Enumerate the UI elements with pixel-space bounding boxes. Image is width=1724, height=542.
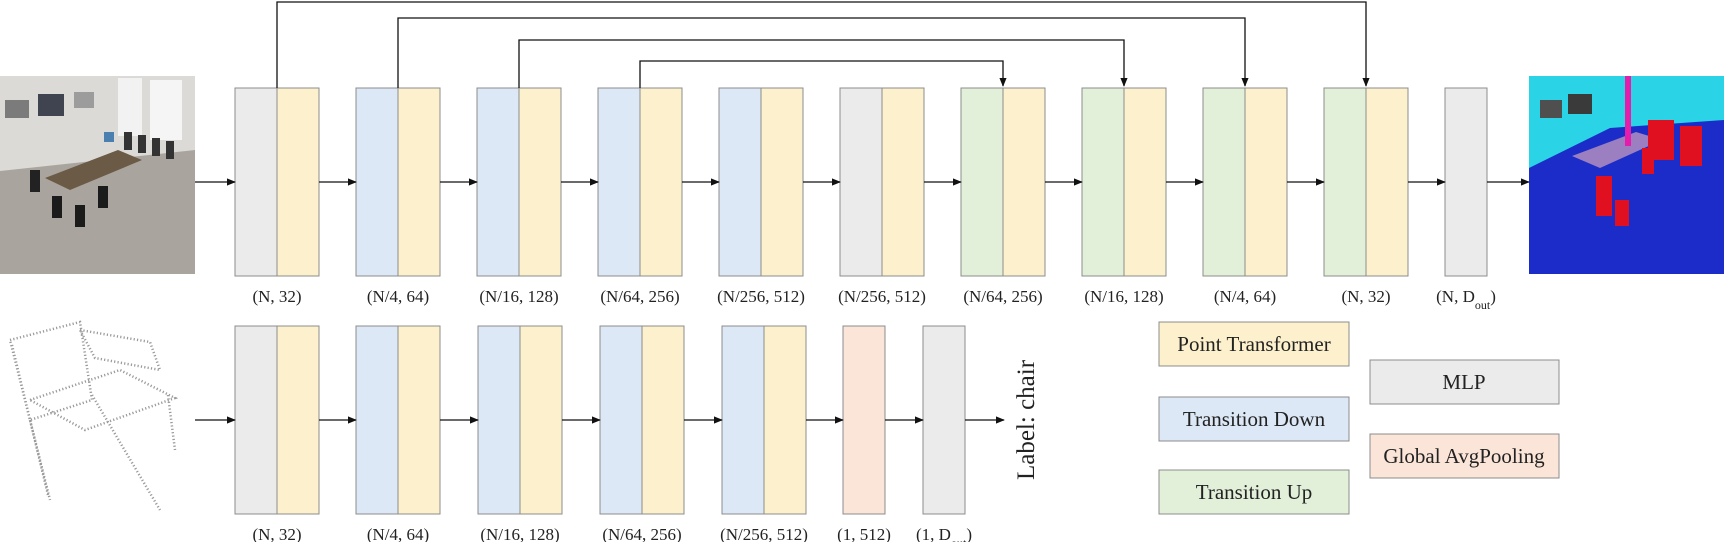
seg-stage-10-point-transformer-block [1365,87,1409,277]
cls-stage-1: (N, 32) [234,325,320,542]
cls-stage-3: (N/16, 128) [477,325,563,542]
cls-stage-5-transition-down-block [721,325,765,515]
skip-connection-arrow [518,39,1128,88]
cls-stage-4-point-transformer-block [641,325,685,515]
seg-stage-1-point-transformer-block [276,87,320,277]
cls-stage-2-shape-label: (N/4, 64) [367,525,429,542]
cls-stage-2-point-transformer-block [397,325,441,515]
seg-stage-3: (N/16, 128) [476,87,562,306]
seg-floor-region [1529,120,1724,274]
legend-transition-up-swatch [1158,469,1350,515]
seg-stage-2: (N/4, 64) [355,87,441,306]
skip-connection-arrow [397,17,1249,88]
cls-stage-5-point-transformer-block [763,325,807,515]
seg-stage-4: (N/64, 256) [597,87,683,306]
cls-stage-6: (1, 512) [837,325,891,542]
seg-stage-5-point-transformer-block [760,87,804,277]
cls-stage-5-shape-label: (N/256, 512) [720,525,808,542]
cls-stage-1-mlp-block [234,325,278,515]
seg-stage-11-mlp-block [1444,87,1488,277]
segmentation-branch: (N, 32) (N/4, 64) (N/16, 128) (N/64, 256) (N… [195,1,1530,312]
seg-stage-11-shape-label: (N, Dout) [1436,287,1496,312]
seg-stage-6-point-transformer-block [881,87,925,277]
skip-connection-arrow [639,60,1007,88]
seg-stage-4-shape-label: (N/64, 256) [600,287,679,306]
cls-stage-6-global-avgpooling-block [842,325,886,515]
legend-mlp-swatch [1369,359,1560,405]
seg-stage-1: (N, 32) [234,87,320,306]
legend-mlp-label: MLP [1442,370,1485,394]
cls-stage-7-mlp-block [922,325,966,515]
cls-stage-2: (N/4, 64) [355,325,441,542]
legend-point-transformer-label: Point Transformer [1177,332,1330,356]
seg-stage-10: (N, 32) [1323,87,1409,306]
seg-stage-1-mlp-block [234,87,278,277]
cls-stage-1-shape-label: (N, 32) [252,525,301,542]
cls-stage-4: (N/64, 256) [599,325,685,542]
seg-stage-2-transition-down-block [355,87,399,277]
seg-stage-4-point-transformer-block [639,87,683,277]
seg-stage-7-point-transformer-block [1002,87,1046,277]
input-room-point-cloud-icon [0,76,195,274]
seg-stage-7: (N/64, 256) [960,87,1046,306]
seg-stage-3-point-transformer-block [518,87,562,277]
skip-connection-arrow [276,1,1370,88]
cls-stage-3-shape-label: (N/16, 128) [480,525,559,542]
cls-stage-3-point-transformer-block [519,325,563,515]
seg-stage-4-transition-down-block [597,87,641,277]
seg-stage-9-transition-up-block [1202,87,1246,277]
legend-global-avgpooling-swatch [1369,433,1560,479]
cls-stage-7-shape-label: (1, Dout) [916,525,972,542]
input-chair-point-cloud-icon [8,320,179,511]
cls-stage-4-shape-label: (N/64, 256) [602,525,681,542]
cls-stage-5: (N/256, 512) [720,325,808,542]
legend: Point Transformer Transition Down Transi… [1158,321,1560,515]
seg-stage-9: (N/4, 64) [1202,87,1288,306]
seg-stage-9-shape-label: (N/4, 64) [1214,287,1276,306]
seg-stage-5-transition-down-block [718,87,762,277]
cls-stage-6-shape-label: (1, 512) [837,525,891,542]
cls-stage-2-transition-down-block [355,325,399,515]
seg-stage-9-point-transformer-block [1244,87,1288,277]
seg-stage-7-shape-label: (N/64, 256) [963,287,1042,306]
seg-stage-5-shape-label: (N/256, 512) [717,287,805,306]
seg-table-region [1572,132,1662,168]
classification-branch: (N, 32) (N/4, 64) (N/16, 128) (N/64, 256) (N… [195,325,1005,542]
cls-stage-7: (1, Dout) [916,325,972,542]
seg-stage-3-transition-down-block [476,87,520,277]
legend-global-avgpooling-label: Global AvgPooling [1383,444,1545,468]
cls-stage-1-point-transformer-block [276,325,320,515]
seg-stage-2-point-transformer-block [397,87,441,277]
seg-stage-2-shape-label: (N/4, 64) [367,287,429,306]
seg-stage-1-shape-label: (N, 32) [252,287,301,306]
seg-stage-7-transition-up-block [960,87,1004,277]
cls-stage-3-transition-down-block [477,325,521,515]
seg-stage-8-transition-up-block [1081,87,1125,277]
classification-output-label: Label: chair [1013,359,1040,480]
legend-point-transformer-swatch [1158,321,1350,367]
seg-stage-10-shape-label: (N, 32) [1341,287,1390,306]
seg-stage-6: (N/256, 512) [838,87,926,306]
seg-stage-10-transition-up-block [1323,87,1367,277]
seg-stage-11: (N, Dout) [1436,87,1496,312]
legend-transition-down-label: Transition Down [1183,407,1326,431]
legend-transition-up-label: Transition Up [1196,480,1313,504]
seg-stage-8: (N/16, 128) [1081,87,1167,306]
seg-stage-6-shape-label: (N/256, 512) [838,287,926,306]
seg-stage-8-shape-label: (N/16, 128) [1084,287,1163,306]
legend-transition-down-swatch [1158,396,1350,442]
seg-stage-6-mlp-block [839,87,883,277]
cls-stage-4-transition-down-block [599,325,643,515]
seg-stage-5: (N/256, 512) [717,87,805,306]
seg-stage-8-point-transformer-block [1123,87,1167,277]
seg-stage-3-shape-label: (N/16, 128) [479,287,558,306]
output-segmented-room-icon [1529,76,1724,274]
